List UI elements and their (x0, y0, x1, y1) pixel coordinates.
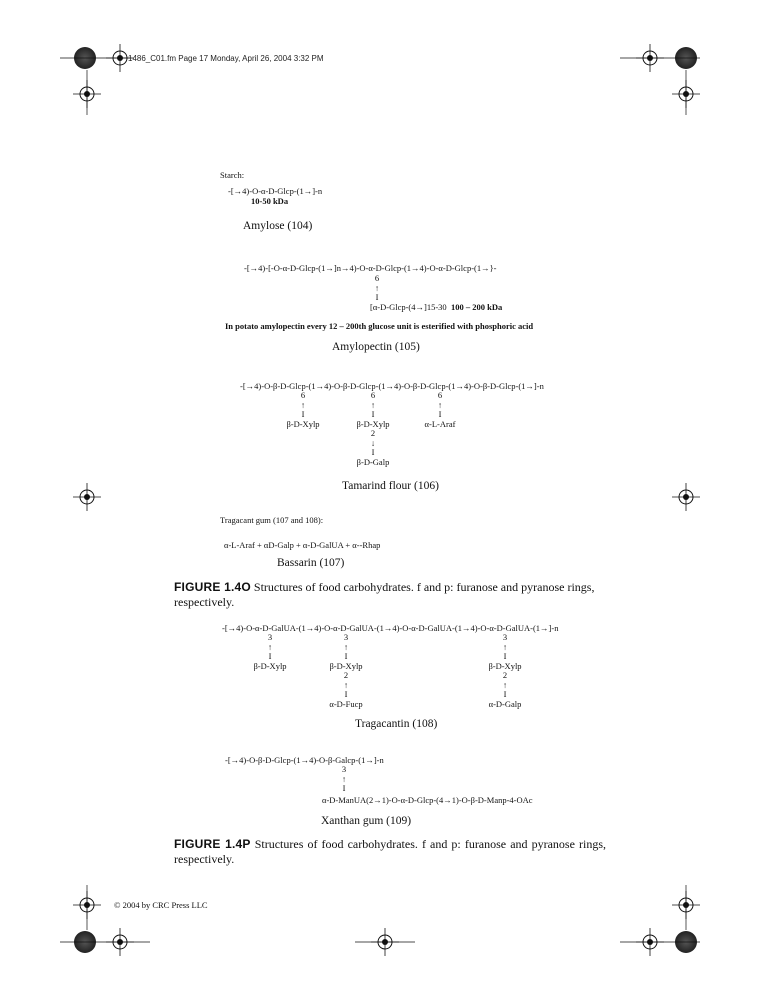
amylopectin-branch-link: 6 ↑ I (374, 273, 380, 302)
amylose-mass: 10-50 kDa (251, 196, 289, 206)
amylopectin-formula: -[→4)-[-O-α-D-Glcp-(1→]n→4)-O-α-D-Glcp-(… (244, 263, 497, 273)
amylopectin-title: Amylopectin (105) (332, 341, 420, 353)
header-slug: 1486_C01.fm Page 17 Monday, April 26, 20… (128, 54, 324, 63)
amylopectin-branch: [α-D-Glcp-(4→]15-30 (370, 302, 447, 312)
amylopectin-note: In potato amylopectin every 12 – 200th g… (225, 321, 534, 331)
bassarin-title: Bassarin (107) (277, 557, 345, 569)
tragacantin-branch-2: 3 ↑ I β-D-Xylp 2 ↑ I α-D-Fucp (329, 632, 363, 709)
tamarind-formula: -[→4)-O-β-D-Glcp-(1→4)-O-β-D-Glcp-(1→4)-… (240, 381, 544, 391)
amylopectin-mass: 100 – 200 kDa (451, 302, 503, 312)
tragacantin-formula: -[→4)-O-α-D-GalUA-(1→4)-O-α-D-GalUA-(1→4… (222, 623, 559, 633)
tamarind-branch-2: 6 ↑ I β-D-Xylp 2 ↓ I β-D-Galp (356, 390, 390, 467)
registration-mark-icon (74, 47, 96, 69)
tamarind-branch-1: 6 ↑ I β-D-Xylp (286, 390, 320, 429)
tragacant-heading: Tragacant gum (107 and 108): (220, 515, 324, 525)
tamarind-title: Tamarind flour (106) (342, 480, 439, 492)
tamarind-branch-3: 6 ↑ I α-L-Araf (424, 390, 456, 429)
figure-caption-p: FIGURE 1.4P Structures of food carbohydr… (174, 837, 606, 866)
tragacantin-branch-1: 3 ↑ I β-D-Xylp (253, 632, 287, 671)
starch-heading: Starch: (220, 170, 245, 180)
bassarin-formula: α-L-Araf + αD-Galp + α-D-GalUA + α--Rhap (224, 540, 381, 550)
xanthan-formula: -[→4)-O-β-D-Glcp-(1→4)-O-β-Galcp-(1→]-n (225, 755, 384, 765)
tragacantin-title: Tragacantin (108) (355, 718, 438, 730)
copyright-footer: © 2004 by CRC Press LLC (114, 900, 208, 910)
amylose-formula: -[→4)-O-α-D-Glcp-(1→]-n (228, 186, 323, 196)
amylose-title: Amylose (104) (243, 220, 313, 232)
xanthan-title: Xanthan gum (109) (321, 815, 412, 827)
xanthan-branch-link: 3 ↑ I (341, 764, 347, 793)
xanthan-branch: α-D-ManUA(2→1)-O-α-D-Glcp-(4→1)-O-β-D-Ma… (322, 795, 533, 805)
figure-caption-o: FIGURE 1.4O Structures of food carbohydr… (174, 580, 595, 609)
tragacantin-branch-3: 3 ↑ I β-D-Xylp 2 ↑ I α-D-Galp (488, 632, 522, 709)
